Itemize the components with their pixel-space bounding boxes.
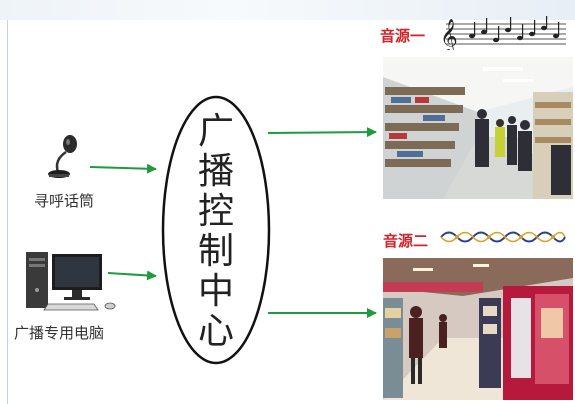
center-char: 制 <box>197 231 234 272</box>
left-border-line <box>7 20 8 404</box>
cosmetics-store-photo <box>383 258 573 400</box>
center-char: 控 <box>197 191 234 232</box>
control-center-label: 广 播 控 制 中 心 <box>180 112 252 352</box>
header-band <box>0 0 575 20</box>
center-char: 中 <box>197 271 234 312</box>
music-staff-icon: 𝄞 <box>440 16 566 50</box>
microphone-icon <box>48 135 77 178</box>
ornament-border-icon <box>440 231 566 243</box>
source2-title: 音源二 <box>383 232 429 250</box>
computer-icon <box>26 252 116 311</box>
arrow-mic-to-center <box>89 163 157 174</box>
microphone-label: 寻呼话筒 <box>34 192 95 210</box>
source1-title: 音源一 <box>380 27 426 45</box>
center-char: 广 <box>197 111 234 152</box>
center-char: 播 <box>197 151 234 192</box>
computer-label: 广播专用电脑 <box>14 324 105 342</box>
svg-text:𝄞: 𝄞 <box>440 19 458 50</box>
arrow-center-to-source1 <box>267 127 377 138</box>
center-char: 心 <box>197 311 234 352</box>
supermarket-aisle-photo <box>383 57 573 199</box>
arrow-pc-to-center <box>107 270 157 281</box>
